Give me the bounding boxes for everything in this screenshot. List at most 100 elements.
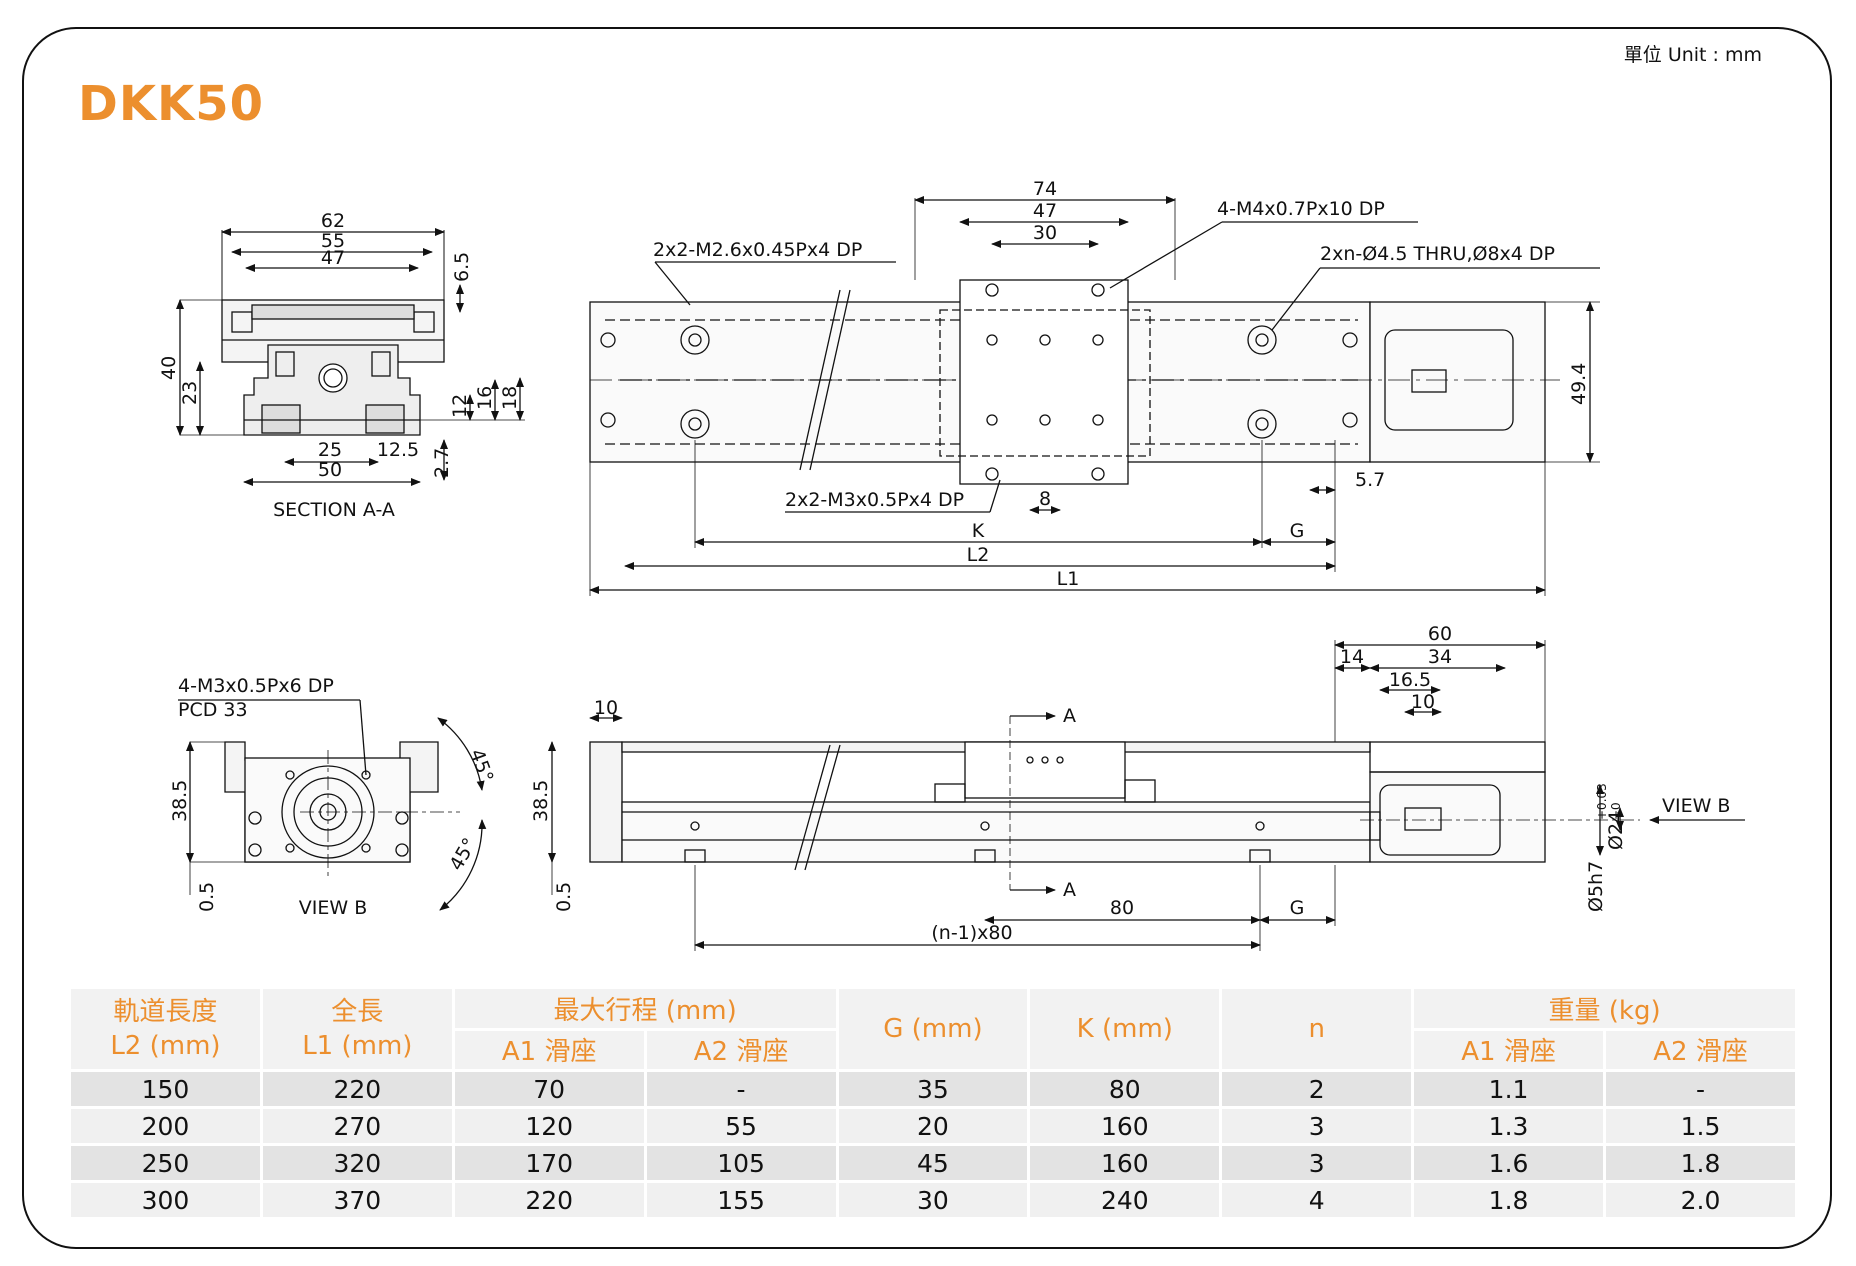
section-mark-a-bottom: A: [1063, 879, 1076, 901]
cell: 45: [838, 1146, 1028, 1180]
header-k: K (mm): [1030, 989, 1220, 1069]
side-view: [548, 640, 1745, 951]
header-g: G (mm): [838, 989, 1028, 1069]
view-b-arrow-label: VIEW B: [1662, 795, 1730, 817]
cell: 20: [838, 1109, 1028, 1143]
dim-l2: L2: [967, 544, 990, 566]
cell: 1.5: [1606, 1109, 1795, 1143]
cell: -: [646, 1072, 836, 1106]
dim-18: 18: [499, 386, 521, 410]
dim-0-5-side: 0.5: [553, 882, 575, 912]
header-stroke-a2: A2 滑座: [646, 1030, 836, 1069]
callout-pcd: PCD 33: [178, 699, 248, 721]
cell: 1.8: [1414, 1183, 1603, 1217]
dim-10-motor: 10: [1411, 691, 1435, 713]
cell: 250: [71, 1146, 260, 1180]
cell: 1.8: [1606, 1146, 1795, 1180]
cell: 3: [1222, 1109, 1412, 1143]
dim-62: 62: [321, 210, 345, 232]
page-frame: [22, 27, 1832, 1249]
header-weight-a2: A2 滑座: [1606, 1030, 1795, 1069]
technical-drawing: 62 55 47 6.5 40 23 12 16 18 25 12.5 50 2…: [158, 178, 1745, 951]
dim-30: 30: [1033, 222, 1057, 244]
table-row: 250 320 170 105 45 160 3 1.6 1.8: [71, 1146, 1795, 1180]
header-weight: 重量 (kg): [1414, 989, 1795, 1028]
dim-25: 25: [318, 439, 342, 461]
cell: 320: [262, 1146, 452, 1180]
dim-g-side: G: [1290, 897, 1305, 919]
dim-d5h7: Ø5h7: [1585, 861, 1607, 912]
callout-m3-top: 2x2-M3x0.5Px4 DP: [785, 489, 964, 511]
cell: 170: [454, 1146, 644, 1180]
tol-upper: +0.03: [1595, 783, 1609, 820]
cell: 240: [1030, 1183, 1220, 1217]
callout-thru: 2xn-Ø4.5 THRU,Ø8x4 DP: [1320, 243, 1555, 265]
callout-m4: 4-M4x0.7Px10 DP: [1217, 198, 1385, 220]
cell: 3: [1222, 1146, 1412, 1180]
dim-6-5: 6.5: [451, 252, 473, 282]
dim-23: 23: [179, 381, 201, 405]
dim-38-5-view-b: 38.5: [169, 780, 191, 822]
dim-14: 14: [1340, 646, 1364, 668]
cell: 220: [454, 1183, 644, 1217]
dim-60: 60: [1428, 623, 1452, 645]
view-b-label: VIEW B: [299, 897, 367, 919]
cell: 200: [71, 1109, 260, 1143]
dim-80: 80: [1110, 897, 1134, 919]
dim-16: 16: [474, 386, 496, 410]
dim-40: 40: [158, 356, 180, 380]
cell: 1.3: [1414, 1109, 1603, 1143]
section-mark-a-top: A: [1063, 705, 1076, 727]
section-aa-view: [176, 228, 525, 486]
dim-2-7: 2.7: [431, 448, 453, 478]
angle-45-top: 45°: [465, 746, 497, 785]
dim-k: K: [972, 520, 985, 542]
cell: 35: [838, 1072, 1028, 1106]
dim-49-4: 49.4: [1568, 363, 1590, 405]
cell: 120: [454, 1109, 644, 1143]
dim-12-5: 12.5: [377, 439, 419, 461]
dim-l1: L1: [1057, 568, 1080, 590]
cell: 270: [262, 1109, 452, 1143]
dim-n-minus-1-80: (n-1)x80: [931, 922, 1012, 944]
dim-74: 74: [1033, 178, 1057, 200]
cell: 300: [71, 1183, 260, 1217]
header-weight-a1: A1 滑座: [1414, 1030, 1603, 1069]
dim-34: 34: [1428, 646, 1452, 668]
dim-38-5-side: 38.5: [530, 780, 552, 822]
dim-16-5: 16.5: [1389, 669, 1431, 691]
section-aa-label: SECTION A-A: [273, 499, 395, 521]
page-title: DKK50: [78, 76, 265, 132]
view-b-drawing: [178, 699, 487, 911]
cell: 160: [1030, 1146, 1220, 1180]
dim-0-5-view-b: 0.5: [196, 882, 218, 912]
unit-label: 單位 Unit : mm: [1623, 44, 1762, 66]
cell: 30: [838, 1183, 1028, 1217]
dim-47-top: 47: [1033, 200, 1057, 222]
cell: 150: [71, 1072, 260, 1106]
dim-10-side: 10: [594, 697, 618, 719]
cell: -: [1606, 1072, 1795, 1106]
header-stroke-a1: A1 滑座: [454, 1030, 644, 1069]
cell: 4: [1222, 1183, 1412, 1217]
tol-lower: +0: [1609, 802, 1623, 820]
cell: 55: [646, 1109, 836, 1143]
cell: 370: [262, 1183, 452, 1217]
callout-m2-6: 2x2-M2.6x0.45Px4 DP: [653, 239, 862, 261]
cell: 160: [1030, 1109, 1220, 1143]
callout-m3-view-b: 4-M3x0.5Px6 DP: [178, 675, 334, 697]
dim-12: 12: [449, 394, 471, 418]
cell: 70: [454, 1072, 644, 1106]
dim-47: 47: [321, 247, 345, 269]
table-row: 300 370 220 155 30 240 4 1.8 2.0: [71, 1183, 1795, 1217]
angle-45-bottom: 45°: [445, 834, 481, 874]
header-n: n: [1222, 989, 1412, 1069]
cell: 220: [262, 1072, 452, 1106]
cell: 1.6: [1414, 1146, 1603, 1180]
cell: 2.0: [1606, 1183, 1795, 1217]
dim-5-7: 5.7: [1355, 469, 1385, 491]
dim-8: 8: [1039, 488, 1051, 510]
